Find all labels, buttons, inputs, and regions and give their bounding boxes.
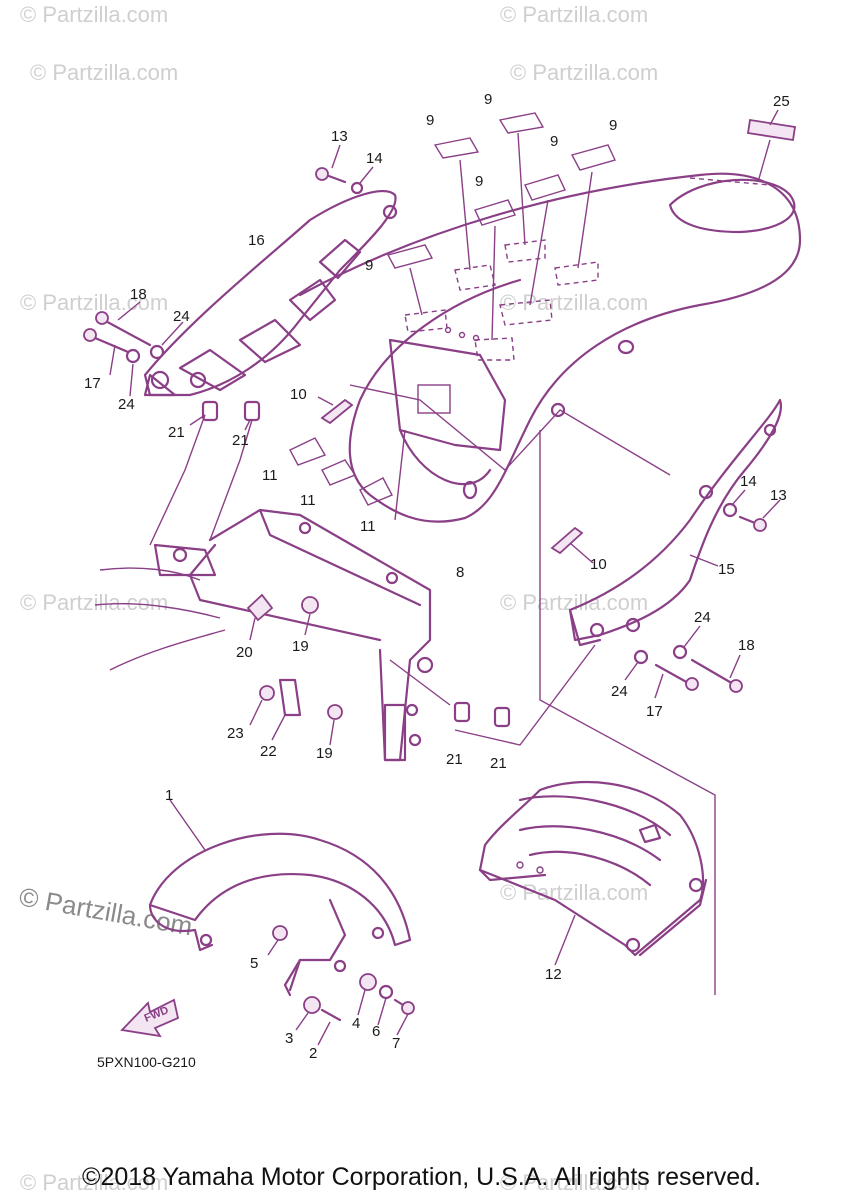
callout-numbers: 1 2 3 4 5 6 7 8 9 9 9 9 9 9 10 10 11 11 … [84,91,790,1062]
callout-12: 12 [545,966,562,983]
callout-18: 18 [130,286,147,303]
damper-pads-part [386,112,616,341]
rear-frame-stay [94,508,434,762]
callout-20: 20 [236,644,253,661]
fwd-arrow-icon: FWD [120,998,180,1038]
callout-24: 24 [118,396,135,413]
emblem-label-part [746,109,797,183]
callout-2: 2 [309,1045,317,1062]
callout-21: 21 [446,751,463,768]
callout-10: 10 [590,556,607,573]
front-fender-hardware [267,925,415,1046]
watermark: © Partzilla.com [510,60,658,85]
callout-14: 14 [740,473,757,490]
callout-9: 9 [475,173,483,190]
callout-21: 21 [168,424,185,441]
callout-13: 13 [770,487,787,504]
callout-23: 23 [227,725,244,742]
right-grab-bar-part [568,398,783,647]
watermark: © Partzilla.com [500,290,648,315]
callout-5: 5 [250,955,258,972]
callout-22: 22 [260,743,277,760]
copyright-notice: ©2018 Yamaha Motor Corporation, U.S.A. A… [82,1163,761,1191]
callout-24: 24 [611,683,628,700]
inner-fender-part [478,781,708,966]
stay-hardware [246,593,343,746]
callout-4: 4 [352,1015,360,1032]
left-grab-bar-part [143,190,398,397]
callout-10: 10 [290,386,307,403]
callout-6: 6 [372,1023,380,1040]
callout-13: 13 [331,128,348,145]
lower-collars [453,701,511,728]
callout-11: 11 [300,492,316,509]
callout-11: 11 [360,518,376,535]
callout-9: 9 [426,112,434,129]
callout-17: 17 [84,375,101,392]
watermark: © Partzilla.com [20,590,168,615]
callout-18: 18 [738,637,755,654]
bolt-13-left [315,144,374,195]
callout-21: 21 [490,755,507,772]
watermark: © Partzilla.com [500,590,648,615]
callout-9: 9 [365,257,373,274]
callout-17: 17 [646,703,663,720]
callout-14: 14 [366,150,383,167]
callout-25: 25 [773,93,790,110]
front-fender-part [148,799,412,997]
callout-3: 3 [285,1030,293,1047]
left-mount-bolts [83,301,184,397]
callout-7: 7 [392,1035,400,1052]
callout-21: 21 [232,432,249,449]
callout-8: 8 [456,564,464,581]
watermark: © Partzilla.com [20,1170,168,1195]
callout-24: 24 [694,609,711,626]
watermark: © Partzilla.com [500,2,648,27]
callout-11: 11 [262,467,278,484]
callout-16: 16 [248,232,265,249]
rear-fender-part [298,172,802,523]
watermark: © Partzilla.com [20,290,168,315]
right-mount-bolts [624,489,781,699]
callout-19: 19 [292,638,309,655]
watermark: © Partzilla.com [500,880,648,905]
callout-9: 9 [484,91,492,108]
side-pads [289,437,393,506]
watermark: © Partzilla.com [30,60,178,85]
callout-1: 1 [165,787,173,804]
callout-15: 15 [718,561,735,578]
watermark: © Partzilla.com [20,2,168,27]
diagram-code: 5PXN100-G210 [97,1054,196,1070]
callout-24: 24 [173,308,190,325]
callout-19: 19 [316,745,333,762]
fender-dampers [317,396,594,564]
callout-9: 9 [609,117,617,134]
assembly-guide-lines [149,384,716,995]
watermark-layer: © Partzilla.com © Partzilla.com © Partzi… [17,2,658,1195]
watermark: © Partzilla.com [500,1170,648,1195]
callout-9: 9 [550,133,558,150]
